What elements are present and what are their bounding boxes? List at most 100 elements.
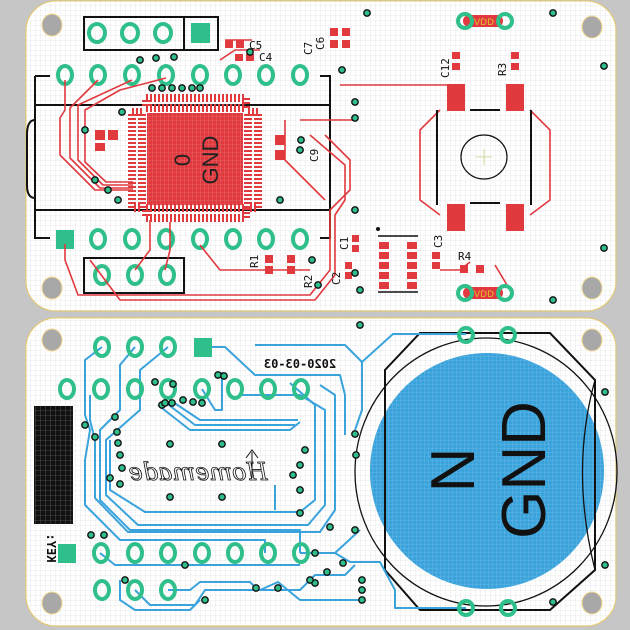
via — [358, 586, 366, 594]
label-c1: C1 — [338, 237, 351, 250]
via — [351, 206, 359, 214]
bottom-board: GND N — [25, 317, 618, 627]
via — [91, 433, 99, 441]
via — [289, 471, 297, 479]
gnd-pour-label-bottom: GND — [490, 401, 559, 539]
via — [601, 388, 609, 396]
via — [136, 56, 144, 64]
vdd-jumper-top[interactable]: VDD — [456, 12, 514, 30]
via — [151, 378, 159, 386]
pad-row-top[interactable] — [56, 64, 309, 86]
via — [358, 596, 366, 604]
via — [166, 493, 174, 501]
via — [323, 568, 331, 576]
via — [181, 561, 189, 569]
via — [218, 440, 226, 448]
via — [198, 399, 206, 407]
pad-row-bottom[interactable] — [56, 228, 309, 250]
via — [363, 9, 371, 17]
label-r3: R3 — [496, 63, 509, 76]
via — [218, 493, 226, 501]
via — [358, 576, 366, 584]
via — [114, 439, 122, 447]
gnd-pour-id-bottom: N — [419, 448, 488, 493]
passives-top[interactable] — [95, 28, 519, 279]
arrow-up-icon — [245, 449, 259, 478]
via — [111, 413, 119, 421]
label-c2: C2 — [330, 272, 343, 285]
via — [168, 84, 176, 92]
label-c3: C3 — [432, 235, 445, 248]
label-r4: R4 — [458, 250, 472, 263]
vdd-jumper-bottom[interactable]: VDD — [456, 284, 514, 302]
vias — [81, 9, 609, 606]
via — [201, 596, 209, 604]
via — [121, 576, 129, 584]
bottom-traces — [64, 333, 466, 611]
via — [296, 461, 304, 469]
via — [148, 84, 156, 92]
via — [601, 561, 609, 569]
via — [339, 559, 347, 567]
via — [296, 486, 304, 494]
via — [166, 440, 174, 448]
header-pins[interactable] — [87, 22, 210, 44]
label-c4: C4 — [259, 51, 273, 64]
gnd-pour-id: 0 — [170, 154, 195, 166]
gnd-pour-label: GND — [198, 136, 223, 185]
via — [308, 256, 316, 264]
gnd-pour-bottom[interactable]: GND N — [370, 353, 604, 589]
label-c5: C5 — [249, 39, 262, 52]
battery-holder-outline — [354, 332, 618, 611]
label-c7: C7 — [302, 42, 315, 55]
via — [246, 48, 254, 56]
ic-soic[interactable] — [376, 227, 418, 293]
label-c9: C9 — [308, 149, 321, 162]
via — [196, 84, 204, 92]
via — [178, 84, 186, 92]
via — [118, 108, 126, 116]
pad-rows-bottom[interactable] — [58, 326, 517, 617]
via — [311, 549, 319, 557]
via — [600, 244, 608, 252]
via — [118, 464, 126, 472]
mounting-holes-bottom — [41, 328, 603, 615]
via — [152, 54, 160, 62]
header-outline — [83, 16, 219, 51]
via — [356, 286, 364, 294]
top-board: GND 0 — [25, 0, 617, 312]
vdd-label-bottom: VDD — [474, 290, 494, 300]
via — [220, 372, 228, 380]
via — [104, 186, 112, 194]
via — [351, 114, 359, 122]
via — [169, 380, 177, 388]
via — [296, 146, 304, 154]
header-lower-pins[interactable] — [93, 264, 176, 286]
via — [161, 399, 169, 407]
key-label: KEY: — [44, 534, 58, 563]
via — [549, 296, 557, 304]
via — [297, 136, 305, 144]
via — [549, 9, 557, 17]
ref-labels: C5 C4 C7 C6 C12 R3 C9 R1 R2 C1 C2 C3 R4 — [248, 37, 509, 288]
via — [306, 576, 314, 584]
via — [158, 84, 166, 92]
mcu-chip[interactable]: GND 0 — [128, 94, 262, 222]
via — [81, 126, 89, 134]
via — [351, 269, 359, 277]
via — [301, 446, 309, 454]
via — [179, 396, 187, 404]
via — [114, 196, 122, 204]
via — [352, 451, 360, 459]
top-traces — [59, 39, 551, 301]
via — [91, 176, 99, 184]
label-c12: C12 — [439, 58, 452, 78]
via — [252, 584, 260, 592]
tactile-button[interactable] — [436, 84, 532, 231]
via — [189, 398, 197, 406]
via — [81, 421, 89, 429]
via — [106, 474, 114, 482]
via — [351, 430, 359, 438]
via — [314, 281, 322, 289]
